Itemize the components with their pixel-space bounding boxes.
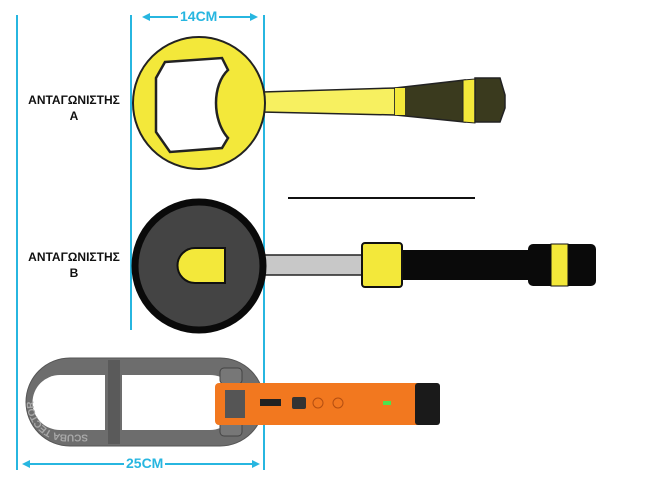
competitor-b-detector: [131, 198, 596, 334]
competitor-b-label: ΑΝΤΑΓΩΝΙΣΤΗΣ Β: [18, 249, 130, 281]
arrowhead-icon: [142, 13, 150, 21]
arrowhead-icon: [22, 460, 30, 468]
scuba-tector-product: SCUBA TECTOR: [25, 357, 440, 447]
competitor-a-label-line2: Α: [69, 109, 79, 123]
competitor-a-label: ΑΝΤΑΓΩΝΙΣΤΗΣ Α: [18, 92, 130, 124]
status-led: [383, 401, 391, 405]
dimension-label-25cm: 25CM: [124, 455, 166, 471]
arrowhead-icon: [252, 460, 260, 468]
competitor-a-label-line1: ΑΝΤΑΓΩΝΙΣΤΗΣ: [28, 93, 120, 107]
competitor-b-label-line2: Β: [69, 266, 79, 280]
arrowhead-icon: [250, 13, 258, 21]
dimension-label-14cm: 14CM: [178, 8, 220, 24]
competitor-b-label-line1: ΑΝΤΑΓΩΝΙΣΤΗΣ: [28, 250, 120, 264]
competitor-a-detector: [132, 36, 506, 170]
